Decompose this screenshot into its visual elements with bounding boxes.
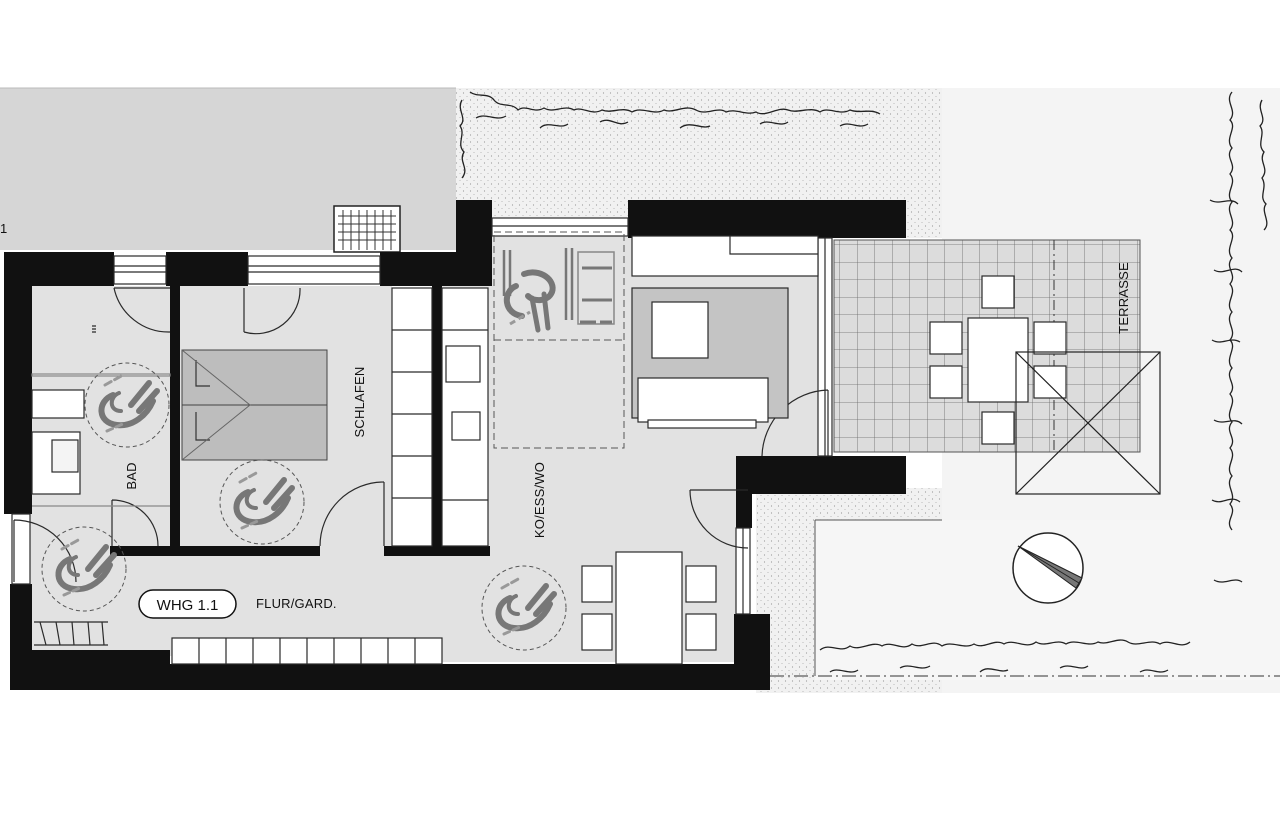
kitchen-fixture — [502, 248, 615, 325]
room-label-kochen: KO/ESS/WO — [532, 462, 547, 538]
unit-label: WHG 1.1 — [138, 589, 237, 619]
room-label-terrasse: TERRASSE — [1116, 262, 1131, 334]
bed — [181, 349, 328, 461]
edge-mark: 1 — [0, 221, 7, 236]
unit-label-text: WHG 1.1 — [157, 597, 219, 614]
walls — [4, 200, 906, 690]
room-label-schlafen: SCHLAFEN — [352, 367, 367, 438]
room-label-flur: FLUR/GARD. — [256, 596, 337, 611]
window-grid-icon — [333, 205, 401, 253]
tree-canopy-icon — [1015, 351, 1161, 495]
compass-north-arrow-icon — [1012, 532, 1084, 604]
kitchen-zone — [493, 231, 625, 449]
wheelchair-turning-circle-icon — [504, 269, 556, 333]
room-labels: FLUR/GARD. SCHLAFEN BAD KO/ESS/WO TERRAS… — [0, 221, 1131, 611]
shrub-hatch-icon — [459, 91, 1268, 673]
fixtures — [11, 217, 1067, 665]
room-label-bad: BAD — [124, 462, 139, 489]
